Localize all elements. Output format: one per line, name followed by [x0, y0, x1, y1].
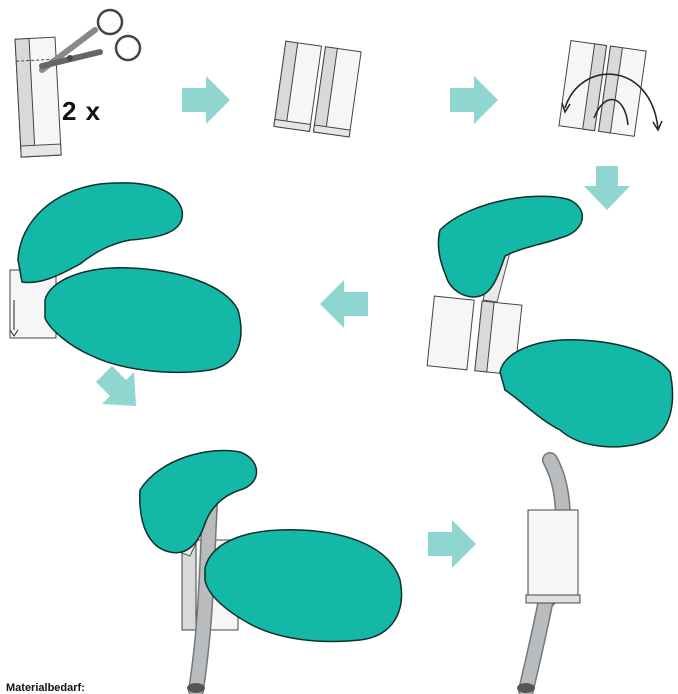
cut-count-label: 2 x: [62, 96, 101, 127]
arrow-right-icon: [428, 520, 476, 568]
glove-icon: [18, 183, 182, 283]
step-6-wrap-tube: [140, 451, 402, 693]
materials-caption: Materialbedarf:: [6, 682, 85, 694]
step-5-fold-strip: [10, 183, 241, 372]
arrow-down-icon: [584, 166, 630, 210]
arrow-right-icon: [182, 76, 230, 124]
step-2-two-strips: [274, 41, 361, 137]
step-3-swap-strips: [559, 41, 662, 137]
arrow-down-right-icon: [96, 366, 136, 406]
arrow-left-icon: [320, 280, 368, 328]
step-1-cut-strip: [15, 10, 140, 157]
glove-icon: [438, 196, 582, 297]
arrow-right-icon: [450, 76, 498, 124]
step-4-peel-backing: [427, 196, 672, 447]
scissors-icon: [42, 10, 140, 70]
glove-icon: [45, 268, 241, 372]
step-7-finished: [517, 460, 580, 693]
glove-icon: [500, 340, 673, 447]
